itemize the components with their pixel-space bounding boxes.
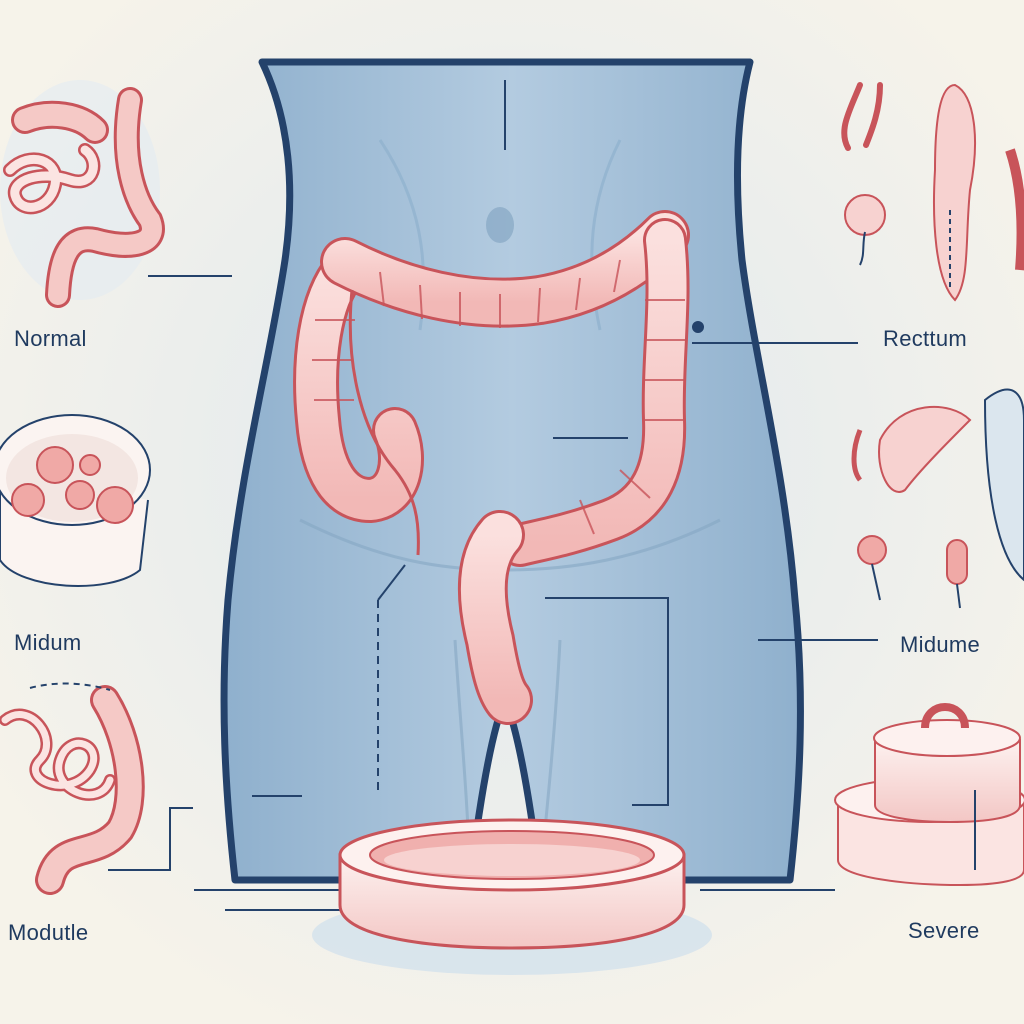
severe-rings-icon <box>834 703 1024 887</box>
normal-colon-icon <box>0 80 165 308</box>
label-severe: Severe <box>908 918 980 943</box>
label-modutle: Modutle <box>8 920 89 945</box>
label-midume: Midume <box>900 632 981 657</box>
modutle-colon-icon <box>0 682 145 895</box>
label-midum: Midum <box>14 630 82 655</box>
midum-bowl-icon <box>0 414 151 587</box>
midume-icons <box>851 388 1024 609</box>
label-rectum: Recttum <box>883 326 968 351</box>
bottom-ring <box>312 818 712 975</box>
label-normal: Normal <box>14 326 87 351</box>
large-intestine <box>293 210 690 725</box>
rectum-icons <box>841 82 1024 302</box>
pointer-lines <box>108 275 878 911</box>
